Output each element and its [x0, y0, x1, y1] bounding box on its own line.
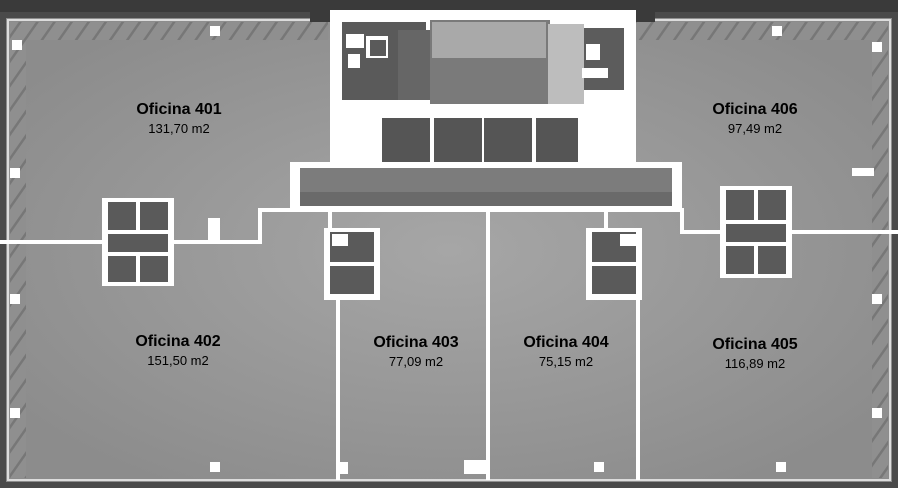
central-core: [330, 10, 636, 168]
window-band-right: [872, 22, 888, 478]
restroom-right: [720, 186, 792, 278]
window-band-top-right: [636, 22, 888, 40]
restroom-left: [102, 198, 174, 286]
office-406-area: 97,49 m2: [727, 121, 783, 136]
window-band-left: [10, 22, 26, 478]
office-403-name: Oficina 403: [373, 334, 459, 351]
elevators: [382, 118, 578, 164]
office-406-name: Oficina 406: [712, 101, 798, 118]
office-403-area: 77,09 m2: [388, 354, 444, 369]
fixtures: [208, 168, 874, 474]
office-404-label: Oficina 404 75,15 m2: [466, 333, 666, 371]
kitchenette-403: [324, 228, 380, 300]
office-405-area: 116,89 m2: [724, 356, 786, 371]
office-401-label: Oficina 401 131,70 m2: [79, 100, 279, 138]
office-405-name: Oficina 405: [712, 336, 798, 353]
office-404-name: Oficina 404: [523, 334, 609, 351]
columns: [10, 26, 882, 472]
office-401-name: Oficina 401: [136, 101, 222, 118]
office-404-area: 75,15 m2: [538, 354, 594, 369]
office-406-label: Oficina 406 97,49 m2: [655, 100, 855, 138]
staircase: [430, 20, 550, 106]
office-402-label: Oficina 402 151,50 m2: [78, 332, 278, 370]
office-405-label: Oficina 405 116,89 m2: [655, 335, 855, 373]
corridor: [290, 162, 682, 212]
office-402-name: Oficina 402: [135, 333, 221, 350]
office-402-area: 151,50 m2: [147, 353, 209, 368]
office-401-area: 131,70 m2: [148, 121, 210, 136]
window-band-top-left: [10, 22, 328, 40]
office-403-label: Oficina 403 77,09 m2: [316, 333, 516, 371]
kitchenette-404: [586, 228, 642, 300]
